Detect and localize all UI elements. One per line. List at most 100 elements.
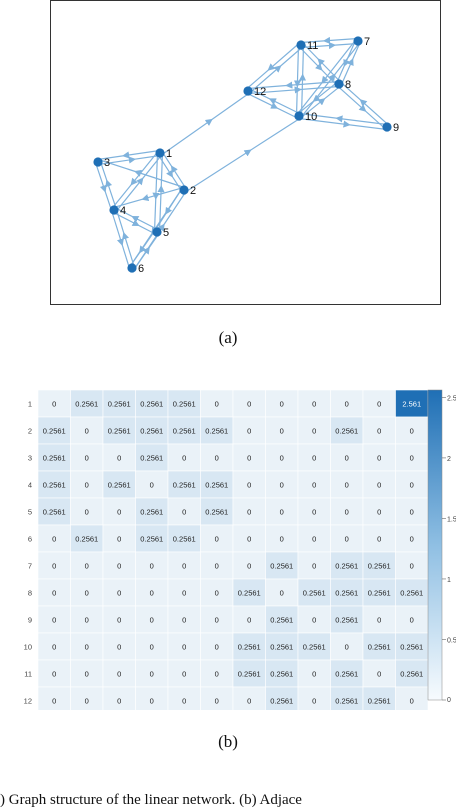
heatmap-cell-label: 0.2561 <box>238 589 261 598</box>
heatmap-cell-label: 0 <box>85 670 89 679</box>
heatmap-cell <box>200 605 234 634</box>
heatmap-cell-label: 0.2561 <box>43 427 66 436</box>
heatmap-row-label: 9 <box>28 616 32 625</box>
graph-edge-arrow <box>136 177 144 186</box>
heatmap-cell-label: 0 <box>117 589 121 598</box>
heatmap-cell <box>37 416 71 445</box>
heatmap-cell <box>330 389 364 418</box>
heatmap-cell-label: 0 <box>312 508 316 517</box>
heatmap-cell-label: 0.2561 <box>140 400 163 409</box>
heatmap-cell <box>362 443 396 472</box>
heatmap-cell <box>362 524 396 553</box>
graph-node-label: 12 <box>254 86 266 98</box>
heatmap-cell <box>265 524 299 553</box>
graph-edge <box>298 117 387 131</box>
heatmap-cell-label: 0 <box>85 589 89 598</box>
heatmap-cell-label: 0 <box>247 508 251 517</box>
heatmap-cell <box>395 686 429 710</box>
graph-node <box>382 122 392 132</box>
heatmap-cell-label: 0.2561 <box>75 535 98 544</box>
graph-node <box>334 79 344 89</box>
heatmap-cell <box>135 497 169 526</box>
heatmap-cell-label: 0 <box>247 481 251 490</box>
heatmap-cell <box>102 551 136 580</box>
figure-caption: ) Graph structure of the linear network.… <box>0 792 302 808</box>
heatmap-cell <box>37 524 71 553</box>
heatmap-cell-label: 0.2561 <box>43 454 66 463</box>
heatmap-cell-label: 2.561 <box>402 400 421 409</box>
heatmap-row-label: 2 <box>28 427 32 436</box>
heatmap-row-label: 11 <box>24 670 32 679</box>
heatmap-row-label: 4 <box>28 481 32 490</box>
heatmap-cell <box>200 470 234 499</box>
heatmap-cell-label: 0 <box>312 400 316 409</box>
graph-edge-arrow <box>273 65 282 73</box>
heatmap-cell-label: 0 <box>312 535 316 544</box>
heatmap-cell <box>297 659 331 688</box>
heatmap-cell-label: 0 <box>215 589 219 598</box>
graph-edge-arrow <box>317 98 326 106</box>
heatmap-cell-label: 0 <box>117 508 121 517</box>
heatmap-cell <box>102 470 136 499</box>
heatmap-cell <box>232 470 266 499</box>
graph-edge <box>158 153 164 233</box>
heatmap-cell-label: 0 <box>117 535 121 544</box>
heatmap-cell-label: 0 <box>215 562 219 571</box>
heatmap-cell <box>70 524 104 553</box>
heatmap-cell-label: 0 <box>182 454 186 463</box>
heatmap-cell <box>200 632 234 661</box>
heatmap-cell-label: 0 <box>215 454 219 463</box>
graph-frame <box>50 0 441 305</box>
heatmap-cell-label: 0.2561 <box>173 427 196 436</box>
graph-edge-arrow <box>267 63 276 71</box>
heatmap-cell-label: 0 <box>52 535 56 544</box>
heatmap-cell-label: 0 <box>280 589 284 598</box>
heatmap-cell-label: 0.2561 <box>108 481 131 490</box>
heatmap-cell-label: 0.2561 <box>140 535 163 544</box>
heatmap-cell-label: 0 <box>52 670 56 679</box>
heatmap-cell-label: 0.2561 <box>270 643 293 652</box>
colorbar <box>427 389 443 701</box>
heatmap-cell-label: 0 <box>280 454 284 463</box>
heatmap-cell <box>167 497 201 526</box>
heatmap-cell-label: 0 <box>377 400 381 409</box>
graph-edge <box>153 152 159 232</box>
heatmap-cell-label: 0 <box>182 670 186 679</box>
graph-node-label: 11 <box>307 40 318 52</box>
heatmap-cell <box>167 389 201 418</box>
graph-node-label: 8 <box>345 79 351 91</box>
heatmap-cell-label: 0 <box>182 616 186 625</box>
heatmap-cell-label: 0 <box>52 562 56 571</box>
graph-edge-arrow <box>315 63 323 71</box>
heatmap-cell-label: 0 <box>377 454 381 463</box>
heatmap-cell-label: 0 <box>215 697 219 706</box>
heatmap-cell-label: 0 <box>150 616 154 625</box>
heatmap-cell-label: 0 <box>117 643 121 652</box>
heatmap-cell <box>135 443 169 472</box>
heatmap-cell-label: 0.2561 <box>335 697 358 706</box>
adjacency-heatmap: 0 0.2561 0.2561 0.2561 0.2561 0 0 0 0 0 0 2.561 0.25… <box>24 389 456 710</box>
graph-node <box>109 205 119 215</box>
heatmap-cell <box>37 605 71 634</box>
graph-node-label: 9 <box>393 122 399 134</box>
heatmap-cell <box>395 389 429 418</box>
heatmap-cell-label: 0.2561 <box>400 643 423 652</box>
graph-node <box>127 263 137 273</box>
heatmap-cell-label: 0 <box>52 400 56 409</box>
heatmap-cell-label: 0 <box>182 562 186 571</box>
heatmap-cell-label: 0.2561 <box>43 481 66 490</box>
heatmap-cell <box>265 389 299 418</box>
heatmap-cell <box>200 443 234 472</box>
heatmap-cell <box>102 497 136 526</box>
heatmap-cell-label: 0 <box>182 508 186 517</box>
heatmap-cell-label: 0.2561 <box>205 481 228 490</box>
heatmap-cell-label: 0.2561 <box>335 589 358 598</box>
graph-edge-arrow <box>317 58 325 66</box>
colorbar-tick-label: 1 <box>447 577 451 584</box>
heatmap-cell-label: 0 <box>345 508 349 517</box>
heatmap-cell-label: 0.2561 <box>368 589 391 598</box>
heatmap-cell-label: 0 <box>182 643 186 652</box>
heatmap-cell-label: 0 <box>410 454 414 463</box>
colorbar-tick-label: 1.5 <box>447 516 456 523</box>
